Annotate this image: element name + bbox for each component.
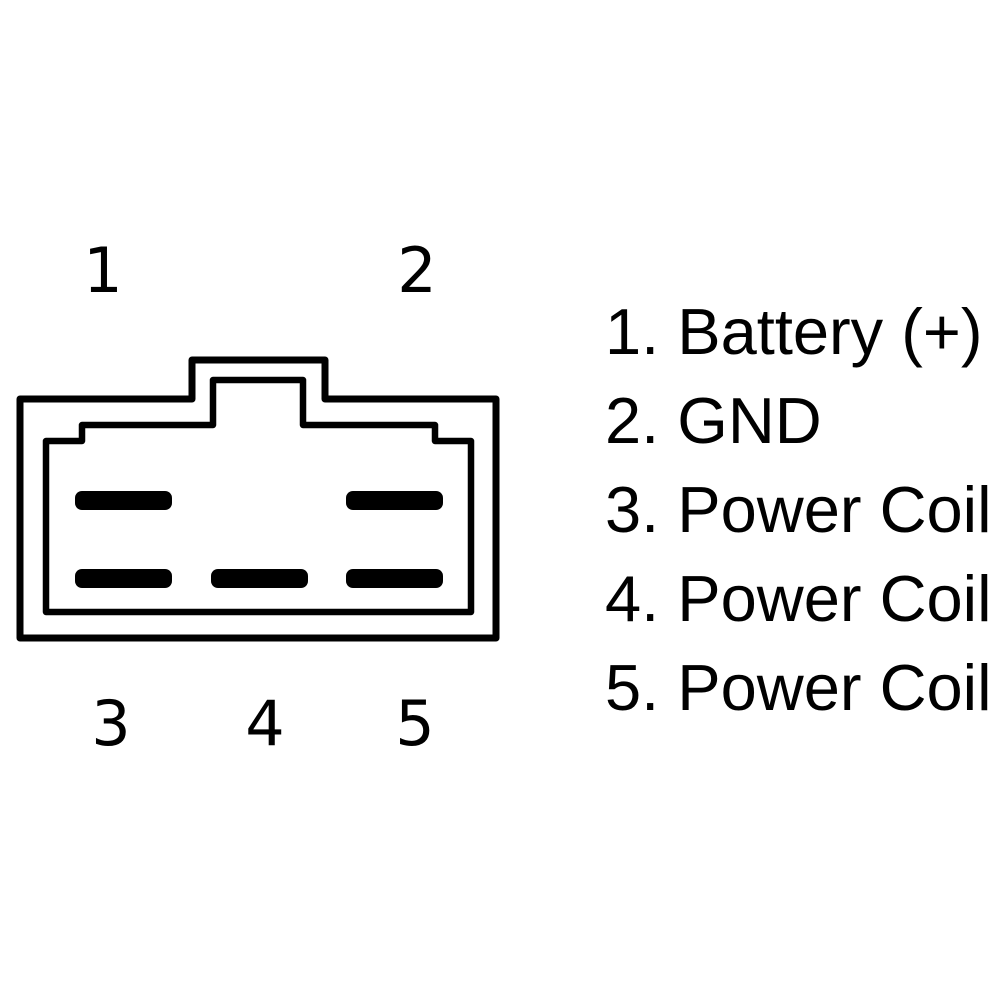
pin-number-1: 1 bbox=[83, 234, 123, 307]
pin-legend: 1. Battery (+) 2. GND 3. Power Coil 4. P… bbox=[605, 287, 992, 732]
pin-slot-4 bbox=[211, 569, 308, 588]
pin-number-5: 5 bbox=[395, 687, 435, 760]
pin-number-2: 2 bbox=[397, 234, 437, 307]
connector-inner-cavity bbox=[42, 376, 475, 616]
pin-slot-3 bbox=[75, 569, 172, 588]
pin-number-3: 3 bbox=[91, 687, 131, 760]
legend-item-5: 5. Power Coil bbox=[605, 651, 992, 724]
legend-item-4: 4. Power Coil bbox=[605, 562, 992, 635]
pin-number-4: 4 bbox=[245, 687, 285, 760]
legend-item-2: 2. GND bbox=[605, 384, 822, 457]
pin-slot-1 bbox=[75, 491, 172, 510]
legend-item-1: 1. Battery (+) bbox=[605, 295, 983, 368]
pin-slot-5 bbox=[346, 569, 443, 588]
pin-slot-2 bbox=[346, 491, 443, 510]
legend-item-3: 3. Power Coil bbox=[605, 473, 992, 546]
